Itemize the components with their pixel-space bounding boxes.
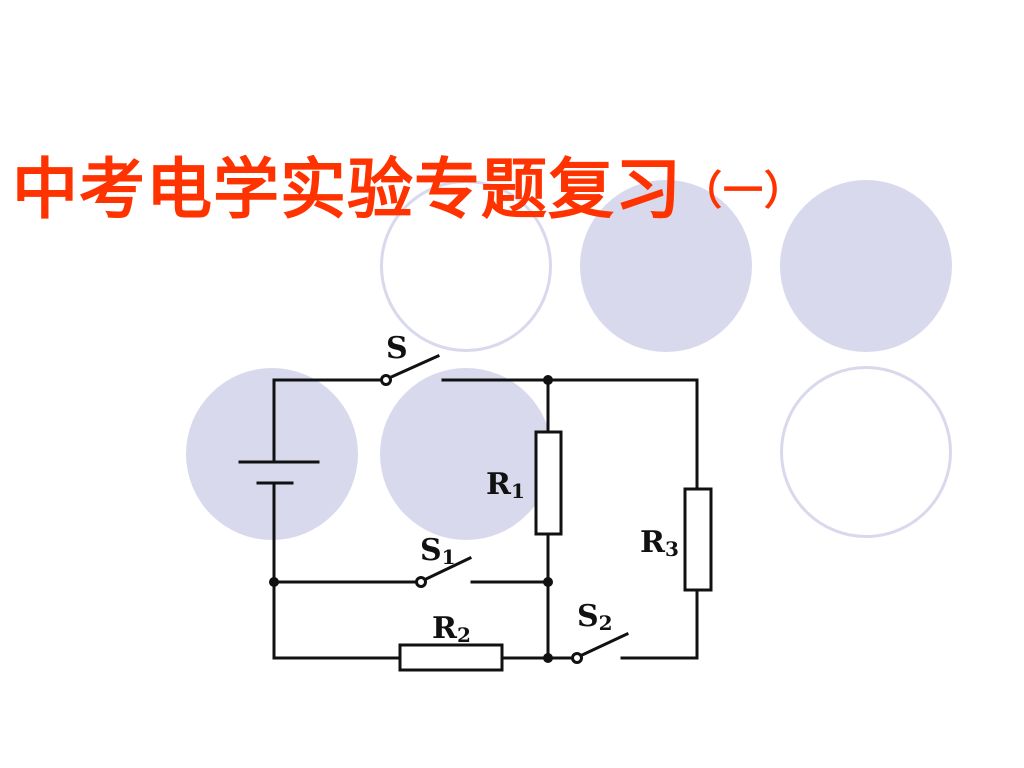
slide-title-suffix: （一） bbox=[682, 168, 805, 214]
junction-dot bbox=[543, 653, 553, 663]
decor-circle bbox=[186, 368, 358, 540]
label-resistor-r1: R1 bbox=[486, 467, 525, 503]
slide-title: 中考电学实验专题复习（一） bbox=[12, 150, 805, 229]
label-switch-s2-sub: 2 bbox=[599, 611, 613, 635]
slide-title-main: 中考电学实验专题复习 bbox=[12, 151, 682, 228]
decor-circle bbox=[780, 180, 952, 352]
label-resistor-r2-sub: 2 bbox=[457, 623, 471, 647]
decor-circle bbox=[780, 366, 952, 538]
switch-s1-blade bbox=[421, 555, 473, 583]
switch-s-pivot bbox=[380, 374, 392, 386]
junction-dot bbox=[269, 577, 279, 587]
label-switch-s2: S2 bbox=[577, 599, 613, 635]
switch-s-blade bbox=[387, 354, 440, 380]
label-switch-s1: S1 bbox=[420, 533, 456, 569]
decor-circle bbox=[380, 180, 552, 352]
label-resistor-r1-sub: 1 bbox=[511, 479, 525, 503]
label-resistor-r3-sub: 3 bbox=[665, 537, 679, 561]
label-resistor-r1-letter: R bbox=[486, 467, 512, 502]
label-resistor-r2-letter: R bbox=[432, 611, 458, 646]
label-switch-s2-letter: S bbox=[577, 599, 599, 634]
switch-s2-pivot bbox=[571, 652, 583, 664]
switch-s1-pivot bbox=[415, 576, 427, 588]
label-switch-s: S bbox=[386, 331, 408, 366]
junction-dot bbox=[543, 577, 553, 587]
resistor-r3 bbox=[683, 487, 713, 592]
switch-s2-blade bbox=[578, 632, 629, 658]
label-resistor-r3-letter: R bbox=[640, 525, 666, 560]
label-switch-s1-sub: 1 bbox=[442, 545, 456, 569]
label-switch-s1-letter: S bbox=[420, 533, 442, 568]
resistor-r1 bbox=[534, 430, 563, 536]
label-resistor-r2: R2 bbox=[432, 611, 471, 647]
resistor-r2 bbox=[398, 643, 504, 672]
label-resistor-r3: R3 bbox=[640, 525, 679, 561]
decor-circle bbox=[380, 368, 552, 540]
decor-circle bbox=[580, 180, 752, 352]
junction-dot bbox=[543, 375, 553, 385]
